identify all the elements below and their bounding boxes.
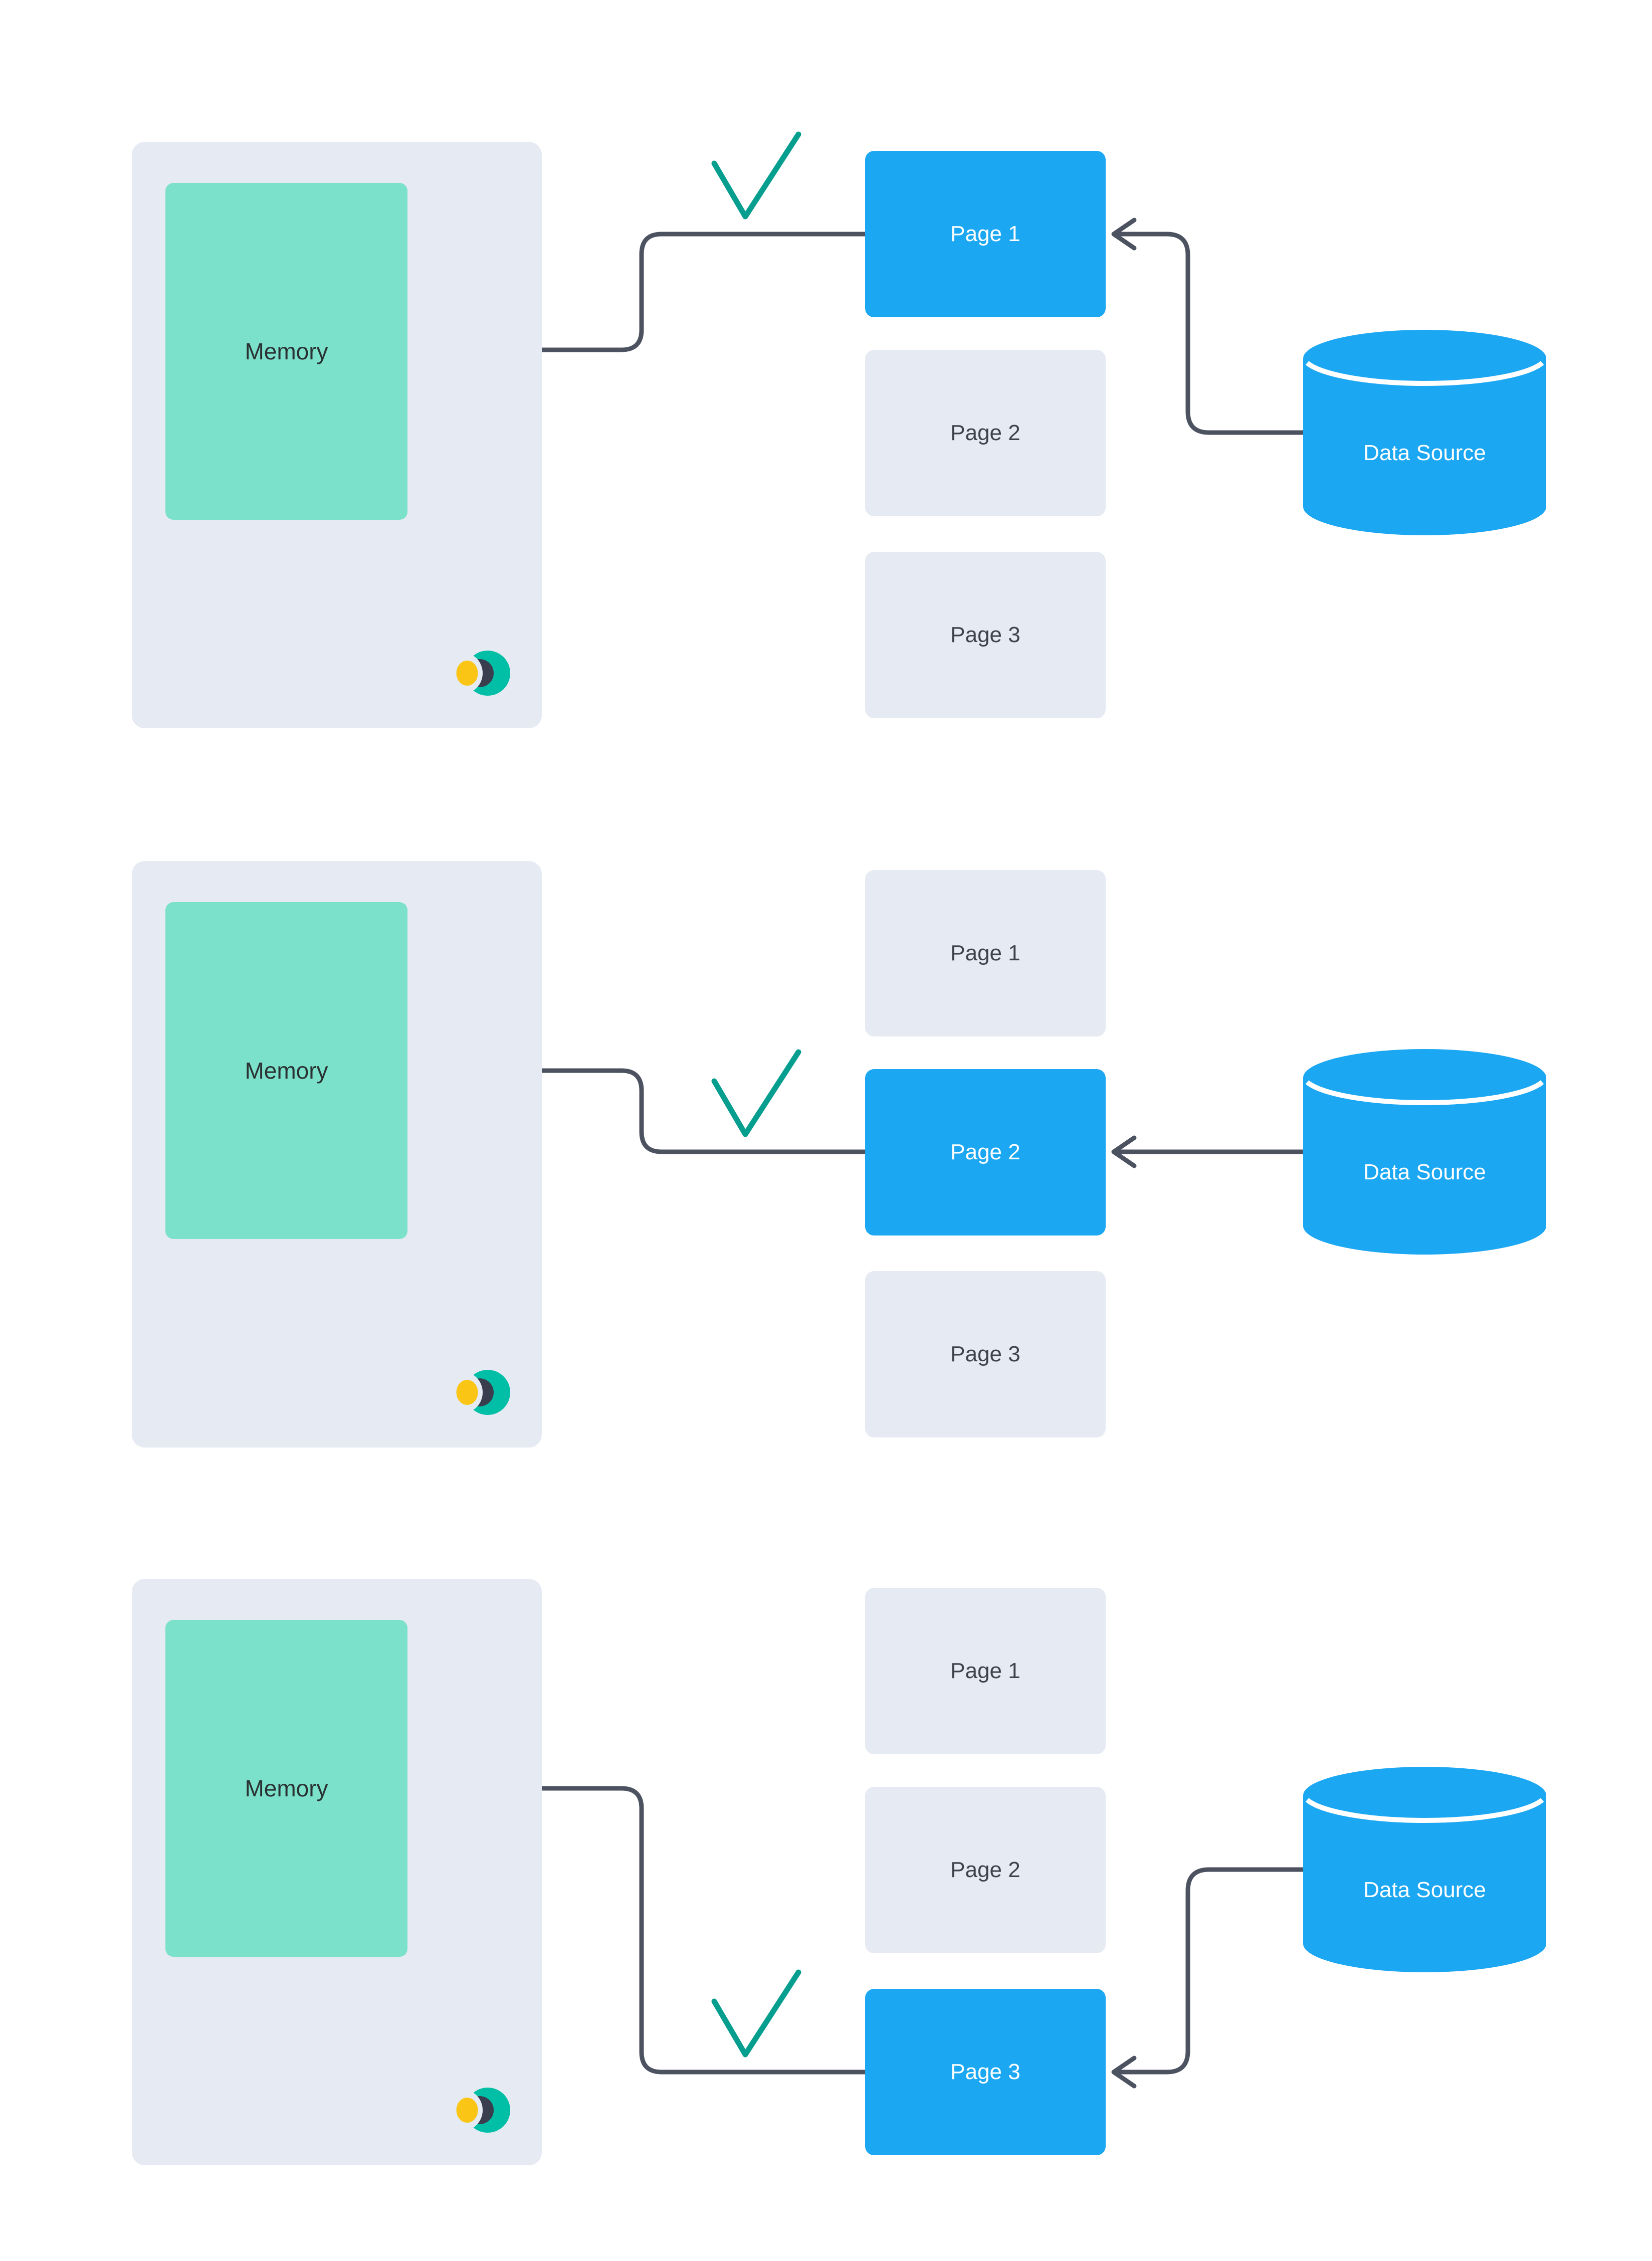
page-label: Page 2: [950, 1140, 1020, 1164]
checkmark-icon: [711, 131, 801, 220]
page-box-3: Page 3: [865, 1989, 1106, 2155]
cylinder-seam: [1305, 1080, 1544, 1105]
data-source-label: Data Source: [1363, 441, 1486, 465]
page-box-2: Page 2: [865, 1787, 1106, 1953]
memory-box: Memory: [165, 902, 407, 1239]
data-source-label: Data Source: [1363, 1878, 1486, 1902]
memory-panel: Memory: [132, 861, 542, 1448]
data-source: Data Source: [1303, 1049, 1546, 1255]
connector-page2-to-memory: [409, 1068, 868, 1154]
page-label: Page 3: [950, 1342, 1020, 1366]
data-source: Data Source: [1303, 1767, 1546, 1972]
connector-datasource-to-page3: [1112, 1867, 1306, 2075]
diagram-row-2: Memory Page 1 Page 2 Page 3 Data Source: [0, 861, 1652, 1488]
brand-logo-icon: [455, 651, 510, 696]
diagram-row-3: Memory Page 1 Page 2 Page 3 Data Source: [0, 1579, 1652, 2205]
page-label: Page 2: [950, 421, 1020, 445]
page-label: Page 1: [950, 1659, 1020, 1683]
arrowhead-into-page3-icon: [1111, 2056, 1137, 2089]
checkmark-icon: [711, 1969, 801, 2058]
cylinder-body: [1303, 330, 1546, 535]
data-source: Data Source: [1303, 330, 1546, 535]
memory-box: Memory: [165, 183, 407, 520]
arrowhead-into-page2-icon: [1111, 1135, 1137, 1168]
memory-label: Memory: [245, 1058, 328, 1084]
page-box-1: Page 1: [865, 151, 1106, 317]
memory-panel: Memory: [132, 142, 542, 728]
logo-yellow-dot: [455, 658, 481, 688]
memory-box: Memory: [165, 1620, 407, 1957]
page-box-2: Page 2: [865, 350, 1106, 516]
database-cylinder-icon: [1303, 1767, 1546, 1972]
page-label: Page 1: [950, 941, 1020, 965]
memory-label: Memory: [245, 1775, 328, 1801]
page-box-3: Page 3: [865, 552, 1106, 718]
brand-logo-icon: [455, 1370, 510, 1415]
memory-label: Memory: [245, 338, 328, 364]
data-source-label: Data Source: [1363, 1160, 1486, 1184]
arrowhead-into-page1-icon: [1111, 218, 1137, 251]
database-cylinder-icon: [1303, 1049, 1546, 1255]
logo-yellow-dot: [455, 1377, 481, 1407]
cylinder-seam: [1305, 1798, 1544, 1823]
connector-page1-to-memory: [409, 232, 868, 352]
page-box-1: Page 1: [865, 1588, 1106, 1754]
page-label: Page 3: [950, 2060, 1020, 2084]
connector-page3-to-memory: [409, 1786, 868, 2075]
page-box-2: Page 2: [865, 1069, 1106, 1236]
database-cylinder-icon: [1303, 330, 1546, 535]
checkmark-icon: [711, 1049, 801, 1137]
diagram-row-1: Memory Page 1 Page 2 Page 3 Data Source: [0, 131, 1652, 768]
logo-yellow-dot: [455, 2095, 481, 2125]
brand-logo-icon: [455, 2088, 510, 2133]
cylinder-body: [1303, 1049, 1546, 1255]
page-label: Page 3: [950, 623, 1020, 647]
cylinder-seam: [1305, 361, 1544, 386]
memory-panel: Memory: [132, 1579, 542, 2165]
page-label: Page 1: [950, 222, 1020, 246]
page-box-3: Page 3: [865, 1271, 1106, 1437]
connector-datasource-to-page1: [1112, 232, 1306, 435]
page-box-1: Page 1: [865, 870, 1106, 1037]
page-label: Page 2: [950, 1858, 1020, 1882]
cylinder-body: [1303, 1767, 1546, 1972]
